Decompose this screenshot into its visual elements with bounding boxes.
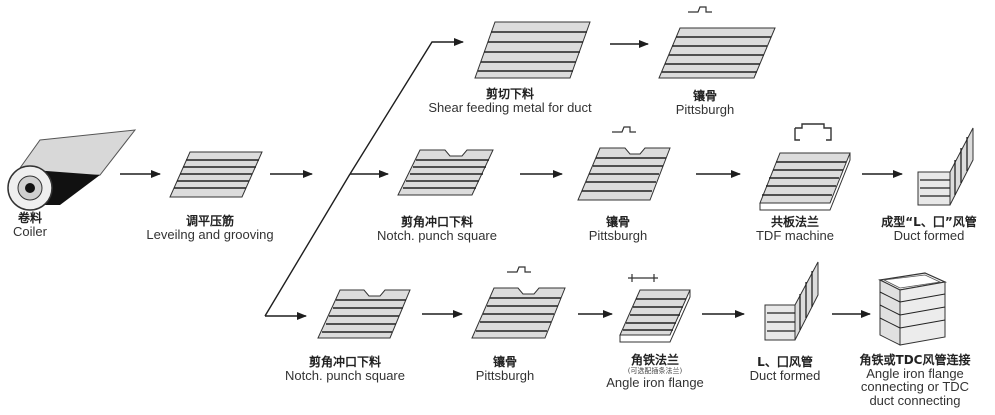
label-shear: 剪切下料 Shear feeding metal for duct — [410, 88, 610, 114]
connect-en-1: Angle iron flange — [866, 365, 964, 381]
pittsburgh-sheet-icon-middle — [577, 126, 671, 201]
square-duct-icon — [878, 272, 948, 346]
pitts-top-zh: 镶骨 — [692, 89, 717, 103]
coiler-zh: 卷料 — [17, 211, 42, 225]
pitts-top-en: Pittsburgh — [675, 101, 735, 117]
notch-mid-en: Notch. punch square — [377, 227, 497, 243]
label-notch-middle: 剪角冲口下料 Notch. punch square — [362, 216, 512, 242]
duct-mid-zh: 成型“L、囗”风管 — [881, 215, 977, 229]
label-angle-iron: 角铁法兰 (可选配插条法兰) Angle iron flange — [590, 354, 720, 390]
pittsburgh-sheet-icon-top — [658, 6, 776, 79]
label-notch-bottom: 剪角冲口下料 Notch. punch square — [270, 356, 420, 382]
l-duct-icon-middle — [917, 127, 974, 206]
notch-bot-zh: 剪角冲口下料 — [308, 355, 381, 369]
notched-sheet-icon-bottom — [317, 289, 411, 339]
branch-trunk-up — [264, 173, 351, 317]
pitts-mid-zh: 镶骨 — [605, 215, 630, 229]
duct-mid-en: Duct formed — [893, 227, 965, 243]
shear-en: Shear feeding metal for duct — [428, 99, 592, 115]
branch-to-shear — [349, 38, 464, 175]
coiler-en: Coiler — [13, 223, 47, 239]
label-leveling: 调平压筋 Leveilng and grooving — [130, 215, 290, 241]
notch-mid-zh: 剪角冲口下料 — [400, 215, 473, 229]
label-tdf: 共板法兰 TDF machine — [740, 216, 850, 242]
duct-bot-en: Duct formed — [749, 367, 821, 383]
notch-bot-en: Notch. punch square — [285, 367, 405, 383]
label-pittsburgh-top: 镶骨 Pittsburgh — [660, 90, 750, 116]
leveling-zh: 调平压筋 — [185, 214, 234, 228]
angle-zh: 角铁法兰 — [630, 353, 679, 367]
l-duct-icon-bottom — [764, 261, 819, 341]
label-pittsburgh-middle: 镶骨 Pittsburgh — [573, 216, 663, 242]
pitts-mid-en: Pittsburgh — [588, 227, 648, 243]
flow-arrows — [120, 38, 903, 320]
tdf-zh: 共板法兰 — [770, 215, 819, 229]
leveling-en: Leveilng and grooving — [146, 226, 274, 242]
angle-en: Angle iron flange — [606, 374, 704, 390]
angle-note: (可选配插条法兰) — [627, 366, 683, 375]
pitts-bot-zh: 镶骨 — [492, 355, 517, 369]
shear-sheet-icon — [474, 21, 591, 79]
notched-sheet-icon-middle — [397, 149, 494, 196]
label-duct-bottom: L、囗风管 Duct formed — [735, 356, 835, 382]
leveled-sheet-icon — [169, 151, 263, 198]
coil-icon — [7, 129, 137, 211]
label-connect: 角铁或TDC风管连接 Angle iron flange connecting … — [840, 354, 990, 408]
label-coiler: 卷料 Coiler — [0, 212, 60, 238]
pittsburgh-sheet-icon-bottom — [471, 266, 566, 339]
shear-zh: 剪切下料 — [485, 87, 534, 101]
angle-iron-sheet-icon — [619, 274, 691, 343]
connect-zh: 角铁或TDC风管连接 — [859, 353, 971, 367]
label-pittsburgh-bottom: 镶骨 Pittsburgh — [460, 356, 550, 382]
duct-bot-zh: L、囗风管 — [757, 355, 813, 369]
connect-en-3: duct connecting — [869, 392, 961, 408]
tdf-sheet-icon — [759, 123, 851, 211]
pitts-bot-en: Pittsburgh — [475, 367, 535, 383]
connect-en-2: connecting or TDC — [860, 379, 970, 395]
label-duct-middle: 成型“L、囗”风管 Duct formed — [865, 216, 993, 242]
tdf-en: TDF machine — [755, 227, 835, 243]
